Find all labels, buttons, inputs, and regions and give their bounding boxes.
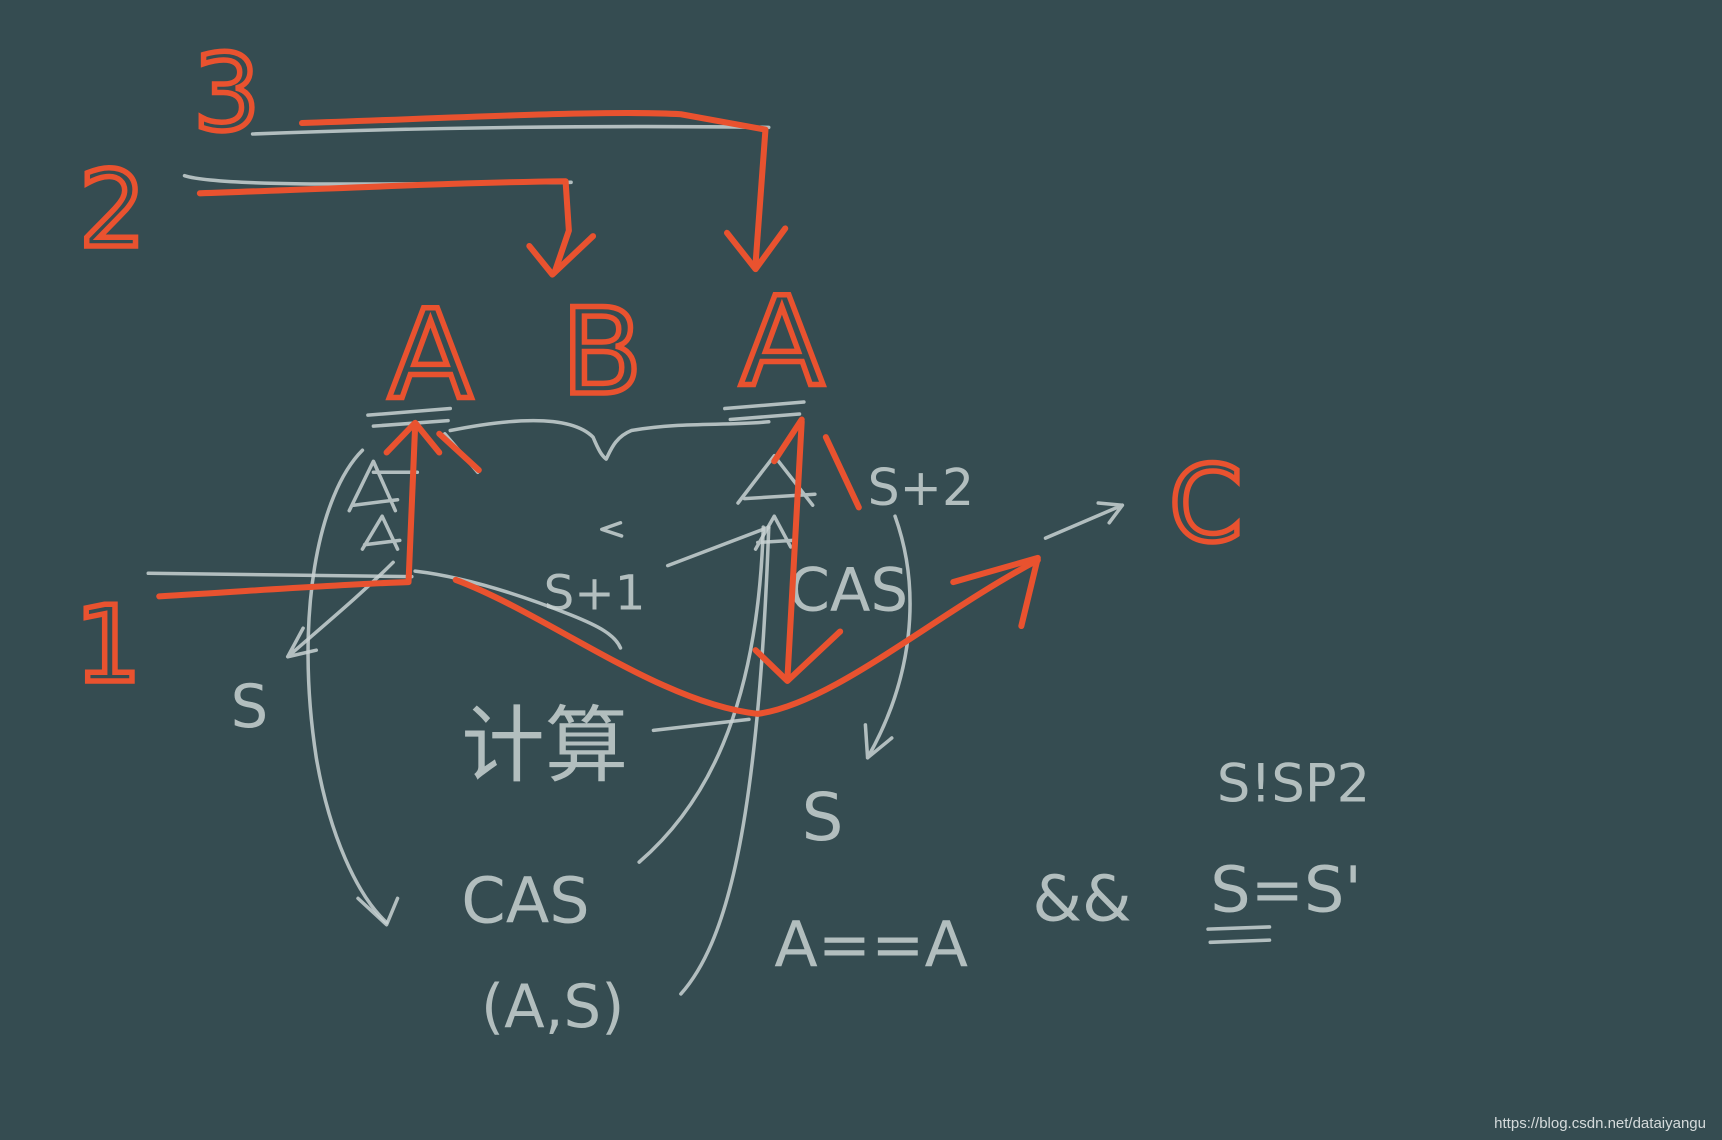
small-mark-s-plus-1 [600, 521, 624, 538]
right-vertical-arrowhead-top [771, 416, 862, 511]
label-s-plus-1: S+1 [544, 566, 646, 622]
thread-2-arrow [196, 178, 572, 276]
value-a-left: A [388, 285, 472, 428]
line-a-to-s-plus-1 [413, 569, 623, 650]
step-number-3: 3 [193, 32, 260, 155]
curve-cas-to-a-right [637, 525, 766, 864]
thread-1-arrowhead [383, 419, 482, 474]
arrow-to-c [1043, 501, 1125, 540]
curve-args-to-a-right [679, 525, 771, 996]
label-s-plus-2: S+2 [868, 458, 974, 517]
label-cas-args: (A,S) [481, 972, 624, 1041]
label-s-right: S [802, 779, 844, 856]
thread-3-arrow [298, 110, 769, 267]
condition-and: && [1032, 862, 1131, 936]
right-vertical-arrowhead-bottom [752, 628, 844, 684]
value-a-right: A [740, 271, 824, 414]
underline-a-right [723, 400, 806, 422]
marker-strokes [156, 110, 1041, 717]
stacked-a-marks-left [347, 432, 480, 551]
compute-arrow [651, 717, 751, 733]
note-top-right: S!SP2 [1217, 754, 1370, 815]
watermark: https://blog.csdn.net/dataiyangu [1494, 1115, 1706, 1132]
v-curve-to-c [452, 557, 1041, 717]
loop-to-s-right [863, 514, 912, 760]
thread-1-arrow [156, 423, 419, 600]
chalk-strokes [146, 124, 1272, 996]
label-s-left: S [231, 672, 269, 741]
label-cas-right: CAS [789, 556, 909, 625]
chalk-line-thread-1 [146, 571, 414, 579]
chalk-line-thread-3 [250, 124, 771, 136]
step-number-2: 2 [79, 148, 146, 271]
double-underline-s [1206, 925, 1272, 945]
step-number-1: 1 [75, 583, 142, 706]
thread-2-arrowhead [526, 233, 597, 278]
condition-s: S=S' [1210, 854, 1362, 928]
label-compute: 计算 [461, 697, 628, 794]
arrow-to-s-left [285, 560, 395, 659]
v-curve-arrowhead [950, 554, 1041, 630]
loop-arrowhead [356, 896, 400, 927]
right-vertical-arrow [784, 418, 805, 682]
chalk-labels: S+2 S+1 S 计算 CAS S CAS (A,S) A==A && S=S… [231, 458, 1371, 1041]
condition-a: A==A [774, 908, 968, 982]
value-b: B [561, 283, 642, 421]
thread-3-arrowhead [723, 225, 789, 273]
loop-to-cas-arrow [306, 448, 389, 925]
label-cas-bottom: CAS [461, 865, 589, 939]
marker-labels: 3 2 1 A B A C [72, 29, 1245, 709]
value-c: C [1169, 442, 1243, 565]
brace [448, 418, 771, 461]
